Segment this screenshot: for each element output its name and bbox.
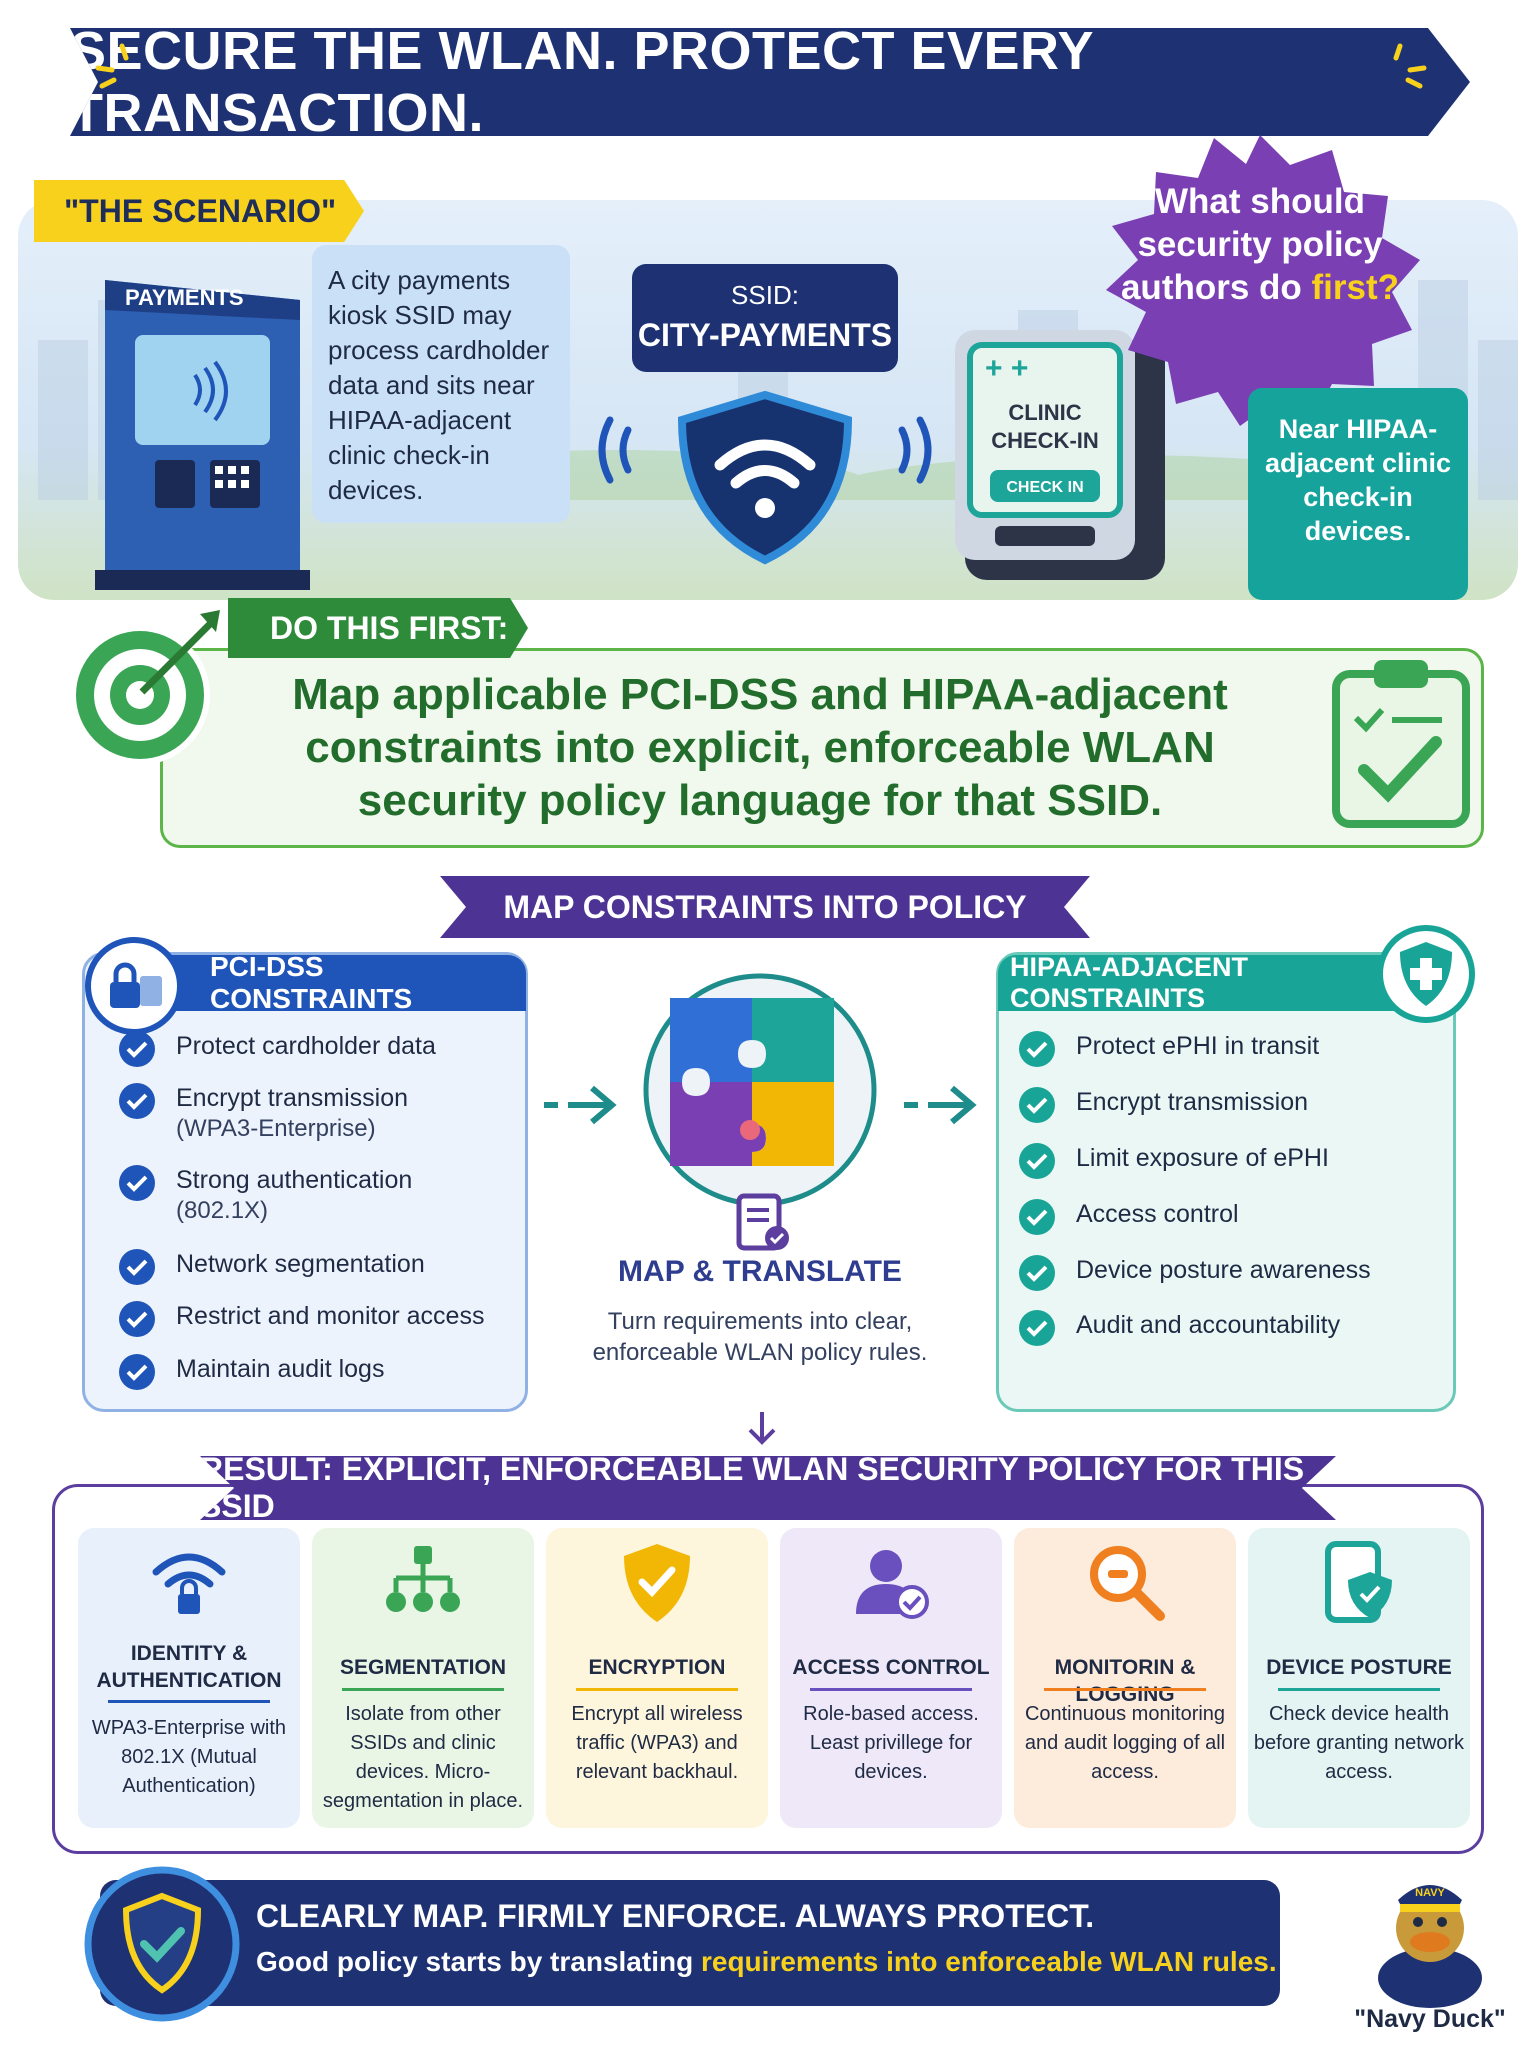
scenario-description: A city payments kiosk SSID may process c… <box>312 245 570 523</box>
check-icon <box>119 1249 155 1285</box>
wifi-lock-icon <box>152 1553 226 1614</box>
clipboard-check-icon <box>1332 660 1470 828</box>
user-check-icon <box>856 1550 929 1619</box>
footer-shield-icon <box>84 1866 240 2022</box>
puzzle-icon <box>643 973 877 1207</box>
shield-check-icon <box>624 1544 690 1622</box>
check-icon <box>119 1301 155 1337</box>
footer-bar <box>100 1880 1280 2006</box>
check-icon <box>1019 1143 1055 1179</box>
hipaa-item: Device posture awareness <box>1018 1254 1371 1292</box>
network-tree-icon <box>386 1546 460 1612</box>
result-card-identity: IDENTITY & AUTHENTICATION WPA3-Enterpris… <box>78 1528 300 1828</box>
clinic-checkin-device-icon: + + CLINIC CHECK-IN CHECK IN <box>955 330 1165 580</box>
check-icon <box>119 1083 155 1119</box>
check-icon <box>1019 1255 1055 1291</box>
duck-cap-text: NAVY <box>1415 1887 1445 1899</box>
do-first-box <box>160 648 1484 848</box>
target-icon <box>70 610 220 765</box>
check-icon <box>1019 1087 1055 1123</box>
shield-plus-icon <box>1377 925 1475 1023</box>
arrow-right-icon <box>544 1085 617 1125</box>
magnifier-icon <box>1090 1546 1165 1621</box>
hipaa-item: Encrypt transmission <box>1018 1086 1308 1124</box>
ssid-label: SSID: <box>731 280 799 310</box>
hipaa-item: Limit exposure of ePHI <box>1018 1142 1329 1180</box>
svg-text:CLINIC: CLINIC <box>1008 400 1081 425</box>
check-icon <box>119 1031 155 1067</box>
check-icon <box>1019 1199 1055 1235</box>
footer-tagline-highlight: requirements into enforceable WLAN rules… <box>700 1946 1277 1977</box>
clinic-checkin-button: CHECK IN <box>1006 479 1083 496</box>
title-banner: SECURE THE WLAN. PROTECT EVERY TRANSACTI… <box>70 28 1470 136</box>
page-title: SECURE THE WLAN. PROTECT EVERY TRANSACTI… <box>70 21 1094 143</box>
result-card-monitoring: MONITORIN & LOGGING Continuous monitorin… <box>1014 1528 1236 1828</box>
check-icon <box>1019 1031 1055 1067</box>
pci-item: Encrypt transmission(WPA3-Enterprise) <box>118 1082 408 1144</box>
pci-item: Maintain audit logs <box>118 1353 384 1391</box>
near-clinic-box: Near HIPAA-adjacent clinic check-in devi… <box>1248 388 1468 600</box>
question-main: What should security policy authors do <box>1120 182 1383 307</box>
question-starburst <box>1106 135 1420 426</box>
pci-item: Network segmentation <box>118 1248 425 1286</box>
map-constraints-header: MAP CONSTRAINTS INTO POLICY <box>440 876 1090 938</box>
check-icon <box>1019 1310 1055 1346</box>
result-card-segmentation: SEGMENTATION Isolate from other SSIDs an… <box>312 1528 534 1828</box>
pci-item: Restrict and monitor access <box>118 1300 484 1338</box>
result-header: RESULT: EXPLICIT, ENFORCEABLE WLAN SECUR… <box>200 1456 1336 1520</box>
result-card-device-posture: DEVICE POSTURE Check device health befor… <box>1248 1528 1470 1828</box>
do-first-tag: DO THIS FIRST: <box>228 598 528 658</box>
result-card-access-control: ACCESS CONTROL Role-based access. Least … <box>780 1528 1002 1828</box>
ssid-box: SSID: CITY-PAYMENTS <box>632 264 898 372</box>
hipaa-item: Access control <box>1018 1198 1239 1236</box>
document-check-icon <box>736 1193 789 1251</box>
ssid-name: CITY-PAYMENTS <box>637 317 893 353</box>
payments-kiosk-icon: PAYMENTS <box>95 280 310 590</box>
pci-item: Protect cardholder data <box>118 1030 436 1068</box>
check-icon <box>119 1165 155 1201</box>
sparkle-left-icon <box>95 43 129 89</box>
wifi-shield-icon <box>598 390 932 565</box>
do-first-text: Map applicable PCI-DSS and HIPAA-adjacen… <box>292 670 1228 825</box>
question-text: What should security policy authors do f… <box>1120 180 1400 309</box>
svg-text:CHECK-IN: CHECK-IN <box>991 428 1099 453</box>
arrow-down-icon <box>748 1412 776 1445</box>
footer-tagline: Good policy starts by translating requir… <box>256 1946 1277 1978</box>
navy-duck-mascot: NAVY <box>1378 1885 1482 2008</box>
svg-text:+ +: + + <box>985 352 1028 385</box>
map-translate-desc: Turn requirements into clear, enforceabl… <box>592 1308 928 1366</box>
pci-item: Strong authentication(802.1X) <box>118 1164 412 1226</box>
hipaa-item: Protect ePHI in transit <box>1018 1030 1319 1068</box>
hipaa-item: Audit and accountability <box>1018 1309 1340 1347</box>
scenario-tag: "THE SCENARIO" <box>34 180 364 242</box>
check-icon <box>119 1354 155 1390</box>
arrow-right-icon <box>904 1085 977 1125</box>
lock-card-icon <box>85 937 183 1035</box>
question-highlight: first? <box>1311 268 1400 307</box>
hipaa-title: HIPAA-ADJACENT CONSTRAINTS <box>998 952 1398 1013</box>
sparkle-right-icon <box>1393 43 1427 89</box>
footer-tagline-plain: Good policy starts by translating <box>256 1946 694 1977</box>
kiosk-label: PAYMENTS <box>125 285 244 310</box>
hipaa-panel <box>996 952 1456 1412</box>
result-card-encryption: ENCRYPTION Encrypt all wireless traffic … <box>546 1528 768 1828</box>
footer-slogan: CLEARLY MAP. FIRMLY ENFORCE. ALWAYS PROT… <box>256 1898 1095 1934</box>
mascot-caption: "Navy Duck" <box>1354 2005 1506 2033</box>
device-shield-icon <box>1325 1541 1392 1623</box>
map-translate-title: MAP & TRANSLATE <box>618 1255 902 1288</box>
